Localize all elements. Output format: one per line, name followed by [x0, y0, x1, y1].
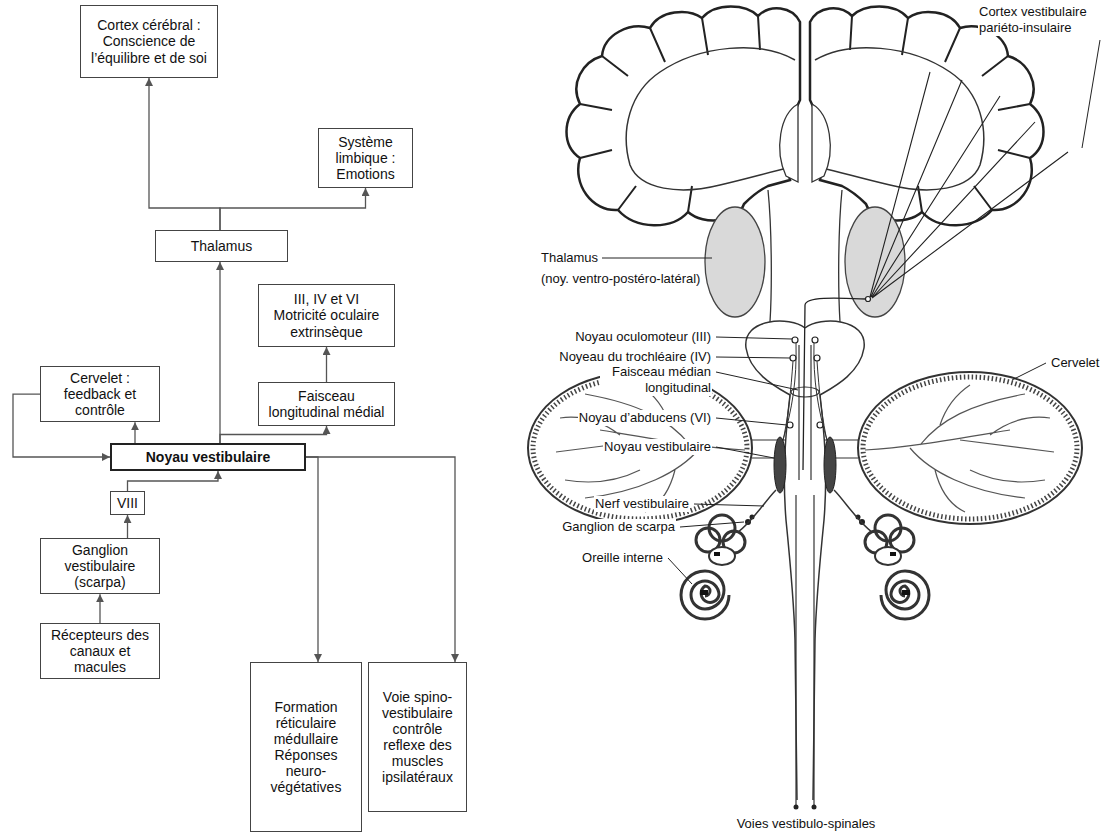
box-text: Cervelet : — [45, 370, 155, 386]
flow-arrow — [306, 457, 318, 662]
flow-box: Voie spino-vestibulairecontrôle reflexe … — [368, 662, 467, 812]
anatomy-label: (noy. ventro-postéro-latéral) — [540, 271, 701, 287]
box-text: Faisceau longitudinal médial — [263, 388, 390, 420]
box-text: Formation réticulaire médullaire — [255, 699, 357, 747]
flow-arrow — [134, 422, 135, 443]
box-text: Motricité oculaire extrinsèque — [263, 307, 390, 339]
box-text: contrôle reflexe des muscles ipsilatérau… — [373, 721, 462, 785]
anatomy-label: Noyau oculomoteur (III) — [574, 329, 712, 345]
flow-box: Formation réticulaire médullaireRéponses… — [250, 662, 362, 832]
flow-arrow — [220, 426, 327, 443]
flow-box: VIII — [110, 491, 145, 515]
flow-arrow — [127, 515, 128, 538]
anatomy-label: Noyau d’abducens (VI) — [578, 410, 712, 426]
flow-arrow — [220, 188, 366, 230]
box-text: VIII — [115, 495, 140, 511]
flow-box: Faisceau longitudinal médial — [258, 382, 395, 426]
box-text: Ganglion vestibulaire (scarpa) — [45, 542, 155, 590]
box-text: Système limbique : — [323, 134, 408, 166]
box-text: feedback et contrôle — [45, 386, 155, 418]
flow-arrow — [306, 457, 455, 662]
box-text: III, IV et VI — [263, 291, 390, 307]
box-text: Cortex cérébral : — [85, 17, 213, 33]
anatomy-label: Faisceau médian longitudinal — [600, 364, 712, 396]
box-text: Emotions — [323, 166, 408, 182]
flow-arrow — [149, 78, 220, 230]
flow-box: Thalamus — [155, 230, 288, 262]
flow-arrow — [128, 471, 219, 491]
box-text: Récepteurs des canaux et macules — [45, 627, 155, 675]
flow-box: Récepteurs des canaux et macules — [40, 623, 160, 679]
main-box: Noyau vestibulaire — [110, 443, 306, 471]
anatomy-label: Noyeau du trochléaire (IV) — [558, 349, 712, 365]
flow-box: III, IV et VIMotricité oculaire extrinsè… — [258, 284, 395, 347]
anatomy-label: Cortex vestibulaire pariéto-insulaire — [978, 4, 1118, 36]
flow-box: Système limbique :Emotions — [318, 128, 413, 188]
anatomy-label: Nerf vestibulaire — [594, 496, 690, 512]
box-text: Noyau vestibulaire — [116, 449, 300, 465]
anatomy-label: Cervelet — [1050, 355, 1100, 371]
flow-box: Cervelet :feedback et contrôle — [40, 366, 160, 422]
anatomy-label: Voies vestibulo-spinales — [705, 816, 907, 832]
anatomy-label: Oreille interne — [581, 550, 664, 566]
anatomy-label: Noyau vestibulaire — [603, 439, 712, 455]
box-text: Thalamus — [160, 238, 283, 254]
anatomy-label: Thalamus — [540, 250, 599, 266]
box-text: Réponses neuro-végétatives — [255, 747, 357, 795]
flow-box: Cortex cérébral :Conscience de l’équilib… — [80, 5, 218, 78]
box-text: Conscience de l’équilibre et de soi — [85, 33, 213, 65]
flow-arrow — [326, 347, 327, 382]
flow-arrow — [219, 262, 220, 443]
flow-box: Ganglion vestibulaire (scarpa) — [40, 538, 160, 594]
flow-arrow — [99, 594, 100, 623]
anatomy-label: Ganglion de scarpa — [561, 519, 676, 535]
box-text: Voie spino-vestibulaire — [373, 689, 462, 721]
